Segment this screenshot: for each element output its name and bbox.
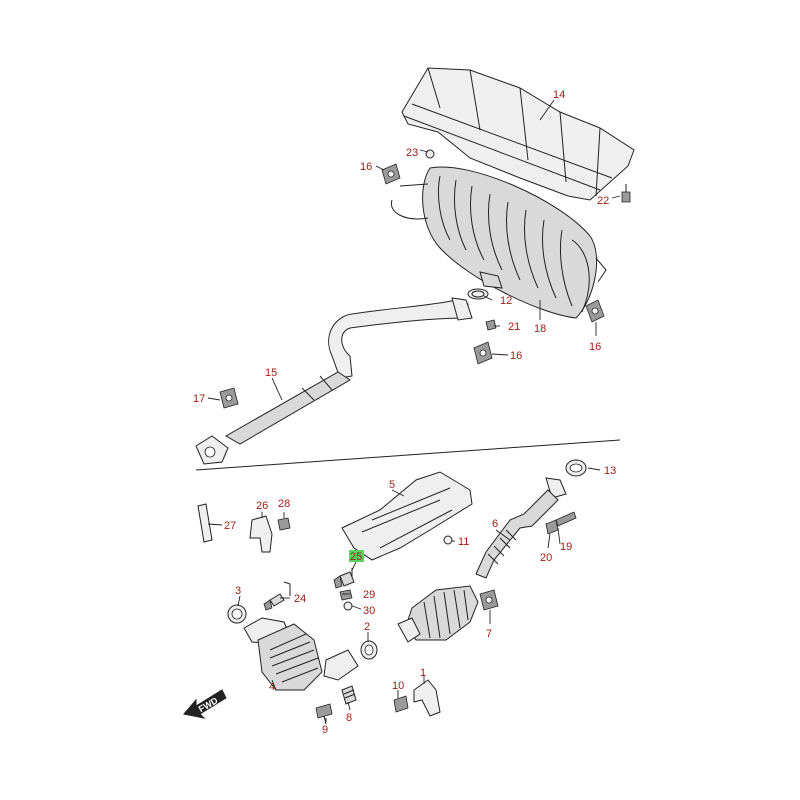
callout-22[interactable]: 22 (597, 195, 609, 207)
gasket-13[interactable] (565, 459, 587, 477)
callout-14[interactable]: 14 (553, 89, 565, 101)
front-catalyst[interactable] (397, 585, 479, 643)
bolt-28[interactable] (277, 517, 291, 531)
muffler-inlet-flange[interactable] (479, 271, 503, 289)
hanger-7[interactable] (479, 589, 499, 611)
callout-23[interactable]: 23 (406, 147, 418, 159)
leader-lines (207, 99, 621, 722)
callout-15[interactable]: 15 (265, 367, 277, 379)
fwd-arrow-icon: FWD (183, 689, 227, 719)
gasket-2[interactable] (360, 640, 378, 660)
nut-11[interactable] (443, 535, 453, 545)
callout-16-right[interactable]: 16 (589, 341, 601, 353)
callout-24[interactable]: 24 (294, 593, 306, 605)
callout-5[interactable]: 5 (389, 479, 395, 491)
callout-12[interactable]: 12 (500, 295, 512, 307)
callout-27[interactable]: 27 (224, 520, 236, 532)
callout-26[interactable]: 26 (256, 500, 268, 512)
nut-21[interactable] (485, 319, 497, 331)
section-divider (195, 439, 621, 471)
callout-9[interactable]: 9 (322, 724, 328, 736)
bracket-1[interactable] (413, 679, 441, 717)
outlet-flange[interactable] (323, 649, 359, 681)
callout-13[interactable]: 13 (604, 465, 616, 477)
callout-1[interactable]: 1 (420, 667, 426, 679)
muffler[interactable] (390, 166, 607, 319)
bolt-22[interactable] (621, 184, 631, 203)
callout-11[interactable]: 11 (458, 536, 469, 548)
bolt-19[interactable] (555, 511, 577, 527)
catalytic-converter[interactable] (243, 617, 323, 691)
callout-19[interactable]: 19 (560, 541, 572, 553)
callout-25[interactable]: 25 (350, 551, 362, 563)
callout-29[interactable]: 29 (363, 589, 375, 601)
oxygen-sensor-24[interactable] (263, 581, 291, 611)
nut-23[interactable] (425, 149, 435, 159)
gasket-3[interactable] (227, 604, 247, 624)
callout-3[interactable]: 3 (235, 585, 241, 597)
hanger-16-right[interactable] (585, 299, 605, 323)
callout-30[interactable]: 30 (363, 605, 375, 617)
bolt-10[interactable] (393, 695, 409, 713)
callout-21[interactable]: 21 (508, 321, 520, 333)
front-pipe-flex[interactable] (475, 477, 567, 579)
nut-20[interactable] (545, 519, 559, 535)
bracket-27[interactable] (197, 503, 213, 543)
stud-bolt-8[interactable] (341, 685, 357, 705)
callout-7[interactable]: 7 (486, 628, 492, 640)
callout-17[interactable]: 17 (193, 393, 205, 405)
callout-4[interactable]: 4 (269, 681, 275, 693)
callout-10[interactable]: 10 (392, 680, 404, 692)
hanger-16-top[interactable] (381, 163, 401, 185)
callout-20[interactable]: 20 (540, 552, 552, 564)
center-pipe-resonator[interactable] (195, 299, 469, 465)
floor-heat-shield[interactable] (341, 471, 473, 561)
oxygen-sensor-25[interactable] (333, 568, 355, 589)
callout-16-bottom[interactable]: 16 (510, 350, 522, 362)
hanger-17[interactable] (219, 387, 239, 409)
callout-28[interactable]: 28 (278, 498, 290, 510)
callout-6[interactable]: 6 (492, 518, 498, 530)
bracket-26[interactable] (249, 515, 273, 553)
bolt-9[interactable] (315, 703, 333, 725)
muffler-inlet-gasket[interactable] (467, 288, 489, 300)
callout-16-top[interactable]: 16 (360, 161, 372, 173)
callout-labels: 14 23 16 22 12 21 18 16 16 15 17 13 5 11… (193, 89, 616, 736)
gasket-30[interactable] (343, 601, 353, 611)
gasket-29[interactable] (339, 589, 353, 601)
callout-8[interactable]: 8 (346, 712, 352, 724)
callout-2[interactable]: 2 (364, 621, 370, 633)
callout-25-highlight (349, 550, 364, 562)
heat-shield[interactable] (401, 67, 635, 201)
callout-18[interactable]: 18 (534, 323, 546, 335)
hanger-16-bottom[interactable] (473, 341, 493, 365)
center-pipe-flange[interactable] (451, 297, 473, 321)
